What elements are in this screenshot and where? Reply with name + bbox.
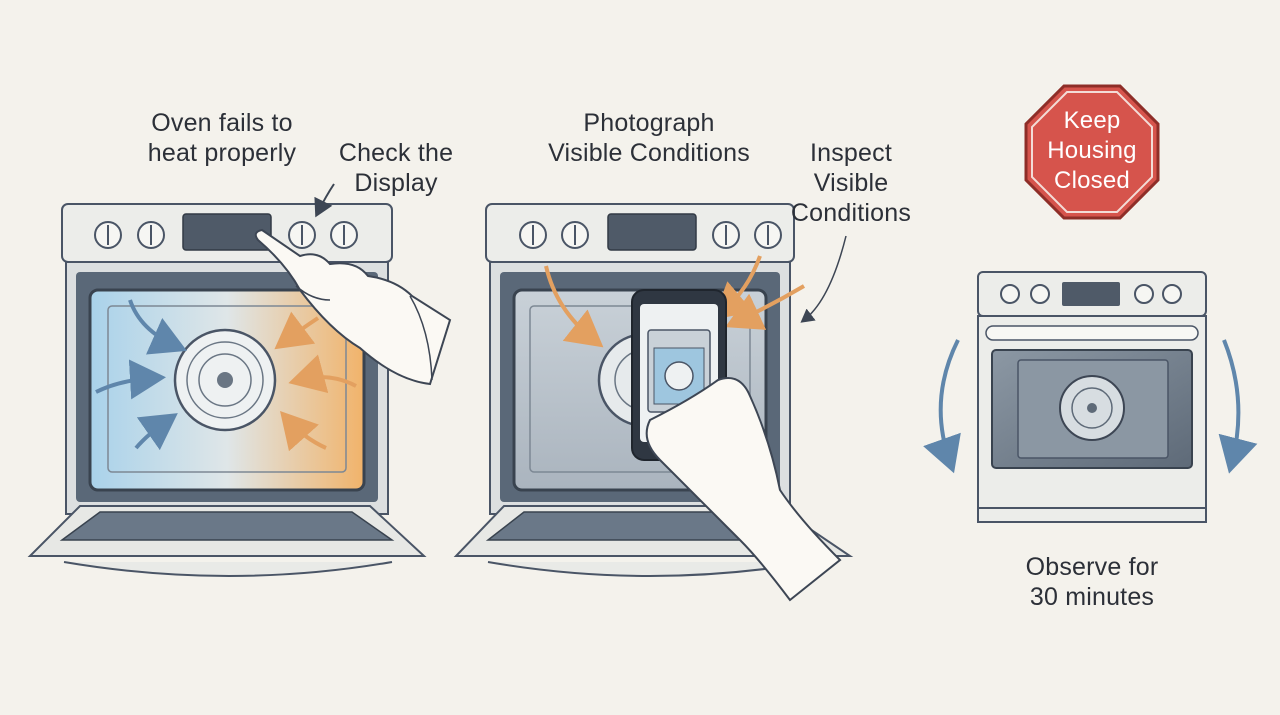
oven-1 [27,183,452,577]
oven-2-display [607,213,697,251]
oven-1-knobs [94,221,358,249]
stop-sign-icon [1024,84,1160,220]
hand-pointer-icon [254,228,452,386]
oven-1-display [182,213,272,251]
fan-icon [173,328,277,432]
oven-3-closed [923,271,1258,523]
callout-check-display: Check the Display [338,139,454,197]
caption-photograph: Photograph Visible Conditions [548,109,750,167]
callout-arrow-display [314,183,335,218]
callout-arrow-inspect [800,235,847,323]
caption-oven-fails: Oven fails to heat properly [147,109,297,167]
hand-holding-phone [645,377,842,602]
stop-sign-text: Keep Housing Closed [1047,107,1137,194]
callout-inspect: Inspect Visible Conditions [790,139,912,227]
caption-observe: Observe for 30 minutes [1025,553,1159,611]
oven-2 [453,203,854,602]
